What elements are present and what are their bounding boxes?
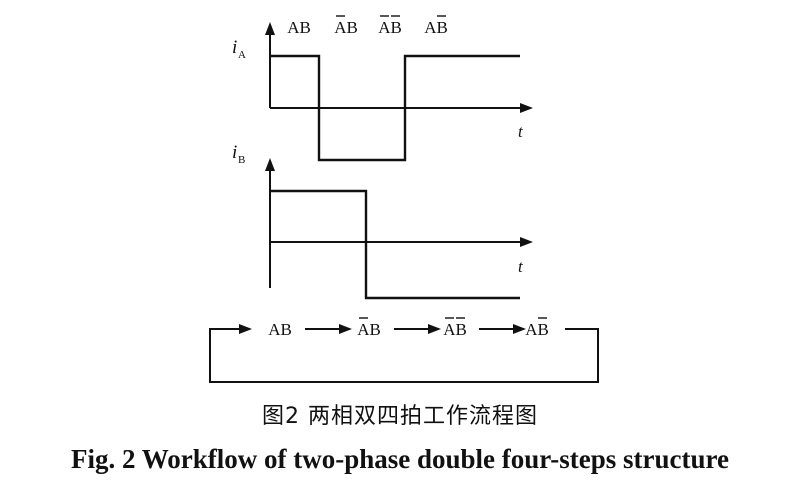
ib-symbol: i xyxy=(232,142,237,163)
cycle-arrowhead-1 xyxy=(339,324,352,334)
ib-subscript: B xyxy=(238,154,245,166)
ia-waveform xyxy=(270,54,520,162)
step-label-3: AB xyxy=(378,18,402,37)
ia-symbol: i xyxy=(232,37,237,58)
ib-axis-arrowhead xyxy=(265,158,275,171)
figure-caption-english: Fig. 2 Workflow of two-phase double four… xyxy=(71,444,729,474)
cycle-step-1: AB xyxy=(268,320,292,339)
ia-time-label: t xyxy=(518,122,524,141)
ia-axis-arrowhead xyxy=(265,22,275,35)
cycle-step-2: AB xyxy=(357,320,381,339)
ib-time-label: t xyxy=(518,257,524,276)
figure-caption-chinese: 图2 两相双四拍工作流程图 xyxy=(262,404,538,429)
cycle-step-3: AB xyxy=(443,320,467,339)
cycle-step-4: AB xyxy=(525,320,549,339)
cycle-arrowhead-2 xyxy=(428,324,441,334)
step-label-4: AB xyxy=(424,18,448,37)
step-label-2: AB xyxy=(334,18,358,37)
cycle-arrowhead-3 xyxy=(513,324,526,334)
cycle-return-loop xyxy=(209,328,599,383)
ib-waveform xyxy=(270,189,520,300)
ib-time-arrowhead xyxy=(520,237,533,247)
step-label-1: AB xyxy=(287,18,311,37)
cycle-entry-arrowhead xyxy=(239,324,252,334)
ia-subscript: A xyxy=(238,49,246,61)
ia-time-arrowhead xyxy=(520,103,533,113)
